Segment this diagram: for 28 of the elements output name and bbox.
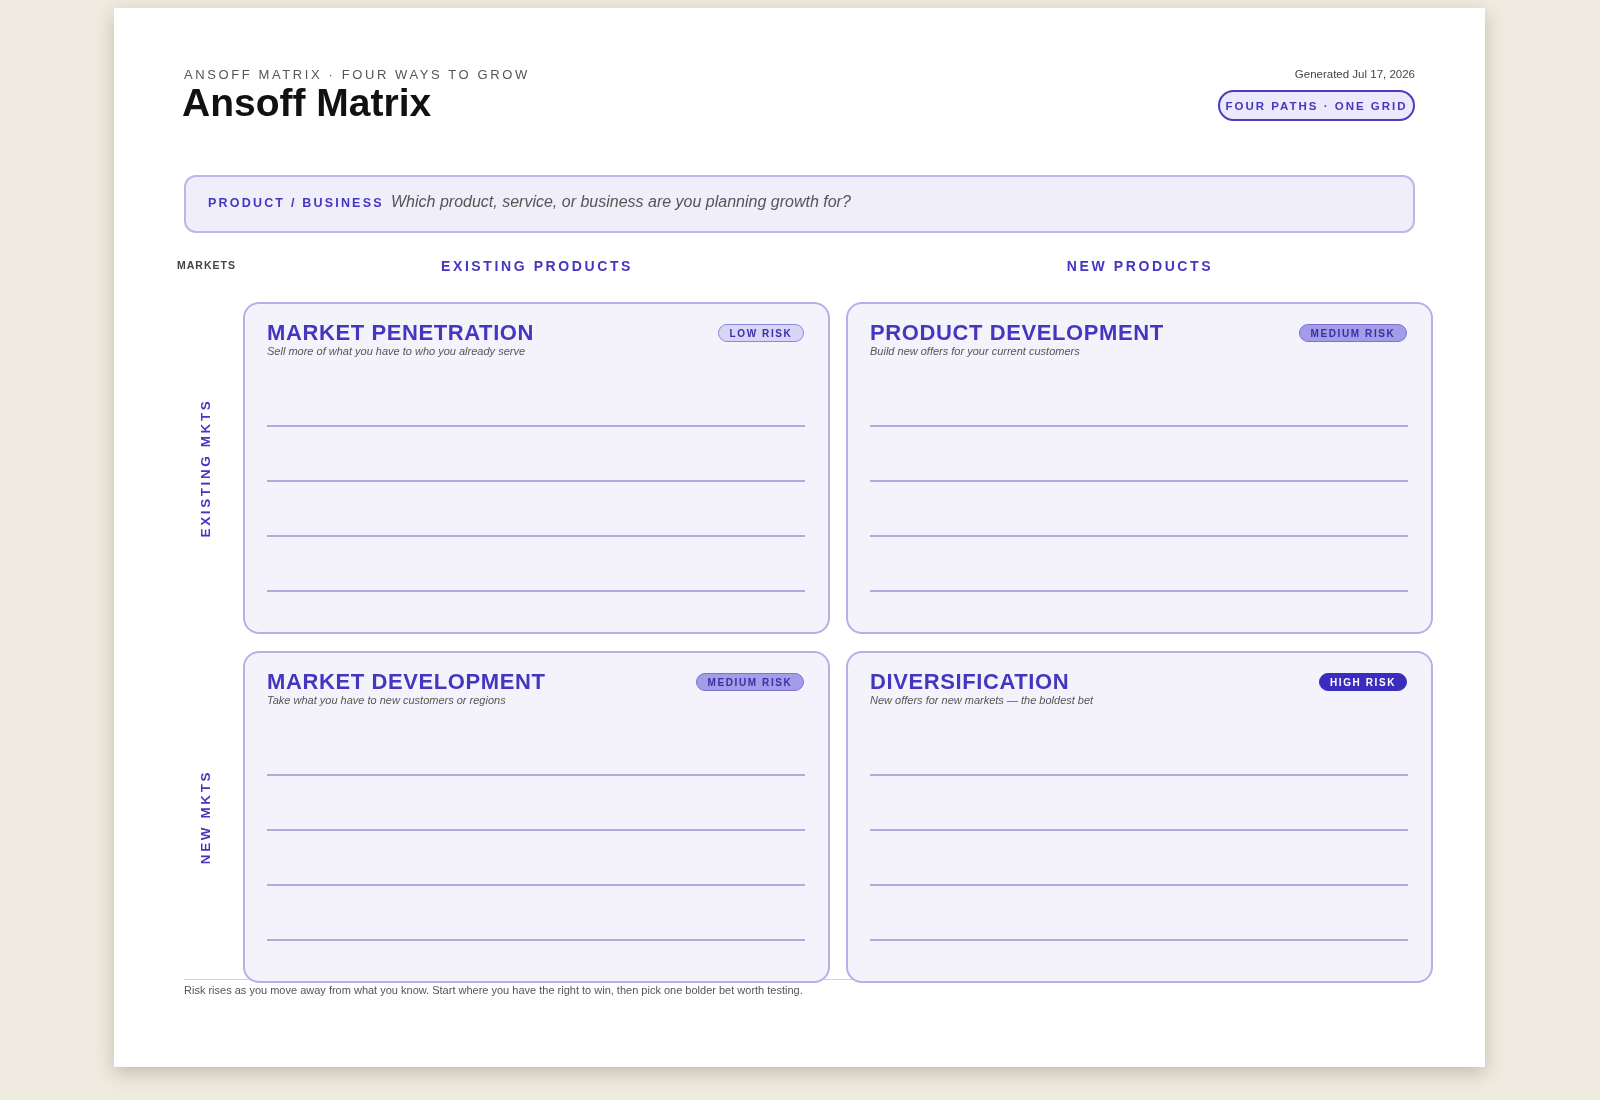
risk-badge: MEDIUM RISK bbox=[696, 673, 804, 691]
page-title: Ansoff Matrix bbox=[182, 80, 432, 126]
quadrant-title: MARKET DEVELOPMENT bbox=[267, 669, 546, 695]
quadrant-title: DIVERSIFICATION bbox=[870, 669, 1070, 695]
risk-badge: HIGH RISK bbox=[1319, 673, 1407, 691]
quadrant-card bbox=[243, 651, 830, 983]
risk-badge: MEDIUM RISK bbox=[1299, 324, 1407, 342]
product-field bbox=[184, 175, 1415, 233]
row-header: EXISTING MKTS bbox=[197, 398, 213, 538]
column-header: NEW PRODUCTS bbox=[1066, 258, 1214, 274]
quadrant-subtitle: Sell more of what you have to who you already serve bbox=[267, 345, 526, 357]
quadrant-card bbox=[243, 302, 830, 634]
kicker-text: ANSOFF MATRIX · FOUR WAYS TO GROW bbox=[184, 67, 530, 82]
footer-note: Risk rises as you move away from what you know. Start where you have the right to win, then pick one bolder bet worth testing. bbox=[184, 984, 803, 996]
tag-badge: FOUR PATHS · ONE GRID bbox=[1218, 90, 1415, 121]
prompt-text: Which product, service, or business are you planning growth for? bbox=[391, 193, 851, 211]
quadrant-subtitle: Take what you have to new customers or regions bbox=[267, 694, 506, 706]
quadrant-subtitle: New offers for new markets — the boldest bet bbox=[870, 694, 1094, 706]
column-header: EXISTING PRODUCTS bbox=[441, 258, 633, 274]
quadrant-title: PRODUCT DEVELOPMENT bbox=[870, 320, 1164, 346]
field-label: PRODUCT / BUSINESS bbox=[208, 196, 384, 210]
quadrant-card bbox=[846, 302, 1433, 634]
quadrant-subtitle: Build new offers for your current customers bbox=[870, 345, 1080, 357]
row-header: NEW MKTS bbox=[197, 769, 213, 865]
axis-label: MARKETS bbox=[177, 259, 236, 271]
quadrant-title: MARKET PENETRATION bbox=[267, 320, 535, 346]
risk-badge: LOW RISK bbox=[718, 324, 804, 342]
quadrant-card bbox=[846, 651, 1433, 983]
